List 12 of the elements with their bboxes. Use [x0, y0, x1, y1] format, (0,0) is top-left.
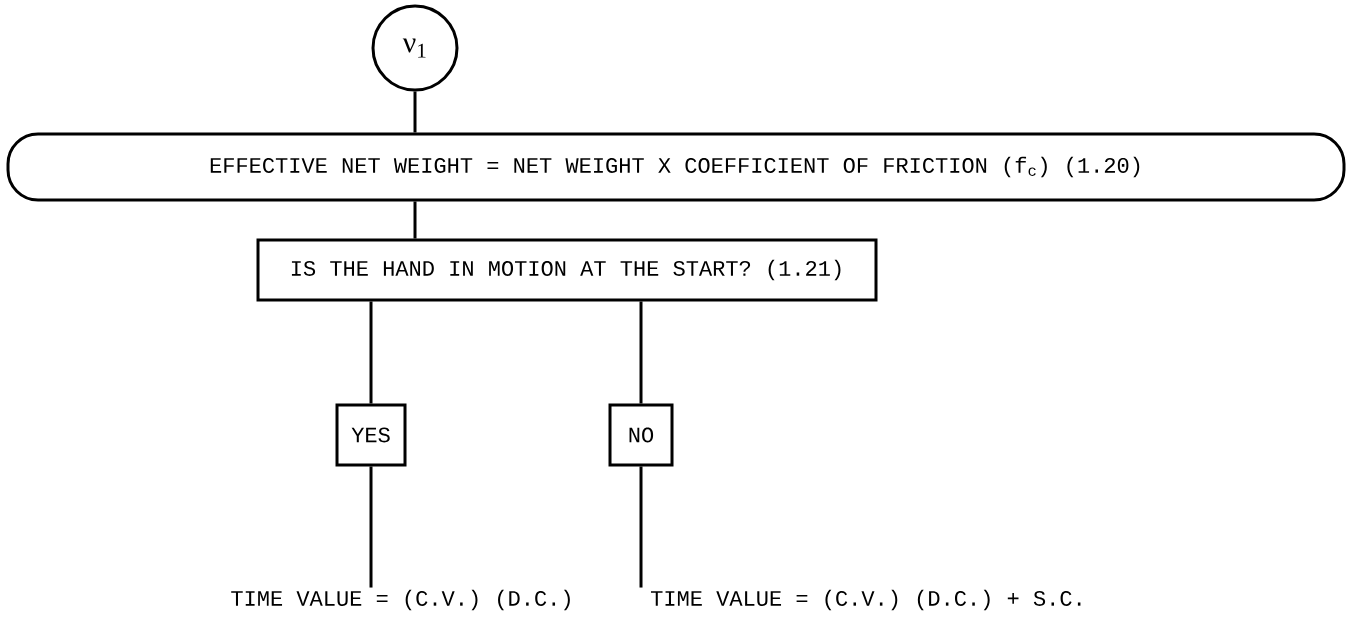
connector-line — [639, 301, 643, 404]
connector-line — [369, 466, 373, 588]
connector-line — [639, 466, 643, 588]
connector-line — [413, 201, 417, 239]
connector-line — [369, 301, 373, 404]
result-text: TIME VALUE = (C.V.) (D.C.) — [231, 589, 570, 611]
process-box: IS THE HAND IN MOTION AT THE START? (1.21) — [256, 238, 878, 302]
process-box: YES — [335, 403, 407, 467]
connector-line — [413, 91, 417, 133]
result-text: TIME VALUE = (C.V.) (D.C.) + S.C. — [651, 589, 1081, 611]
process-box: EFFECTIVE NET WEIGHT = NET WEIGHT X COEFFICIENT OF FRICTION (f$_{c}$) (1.20) — [6, 132, 1346, 202]
process-box: NO — [608, 403, 674, 467]
